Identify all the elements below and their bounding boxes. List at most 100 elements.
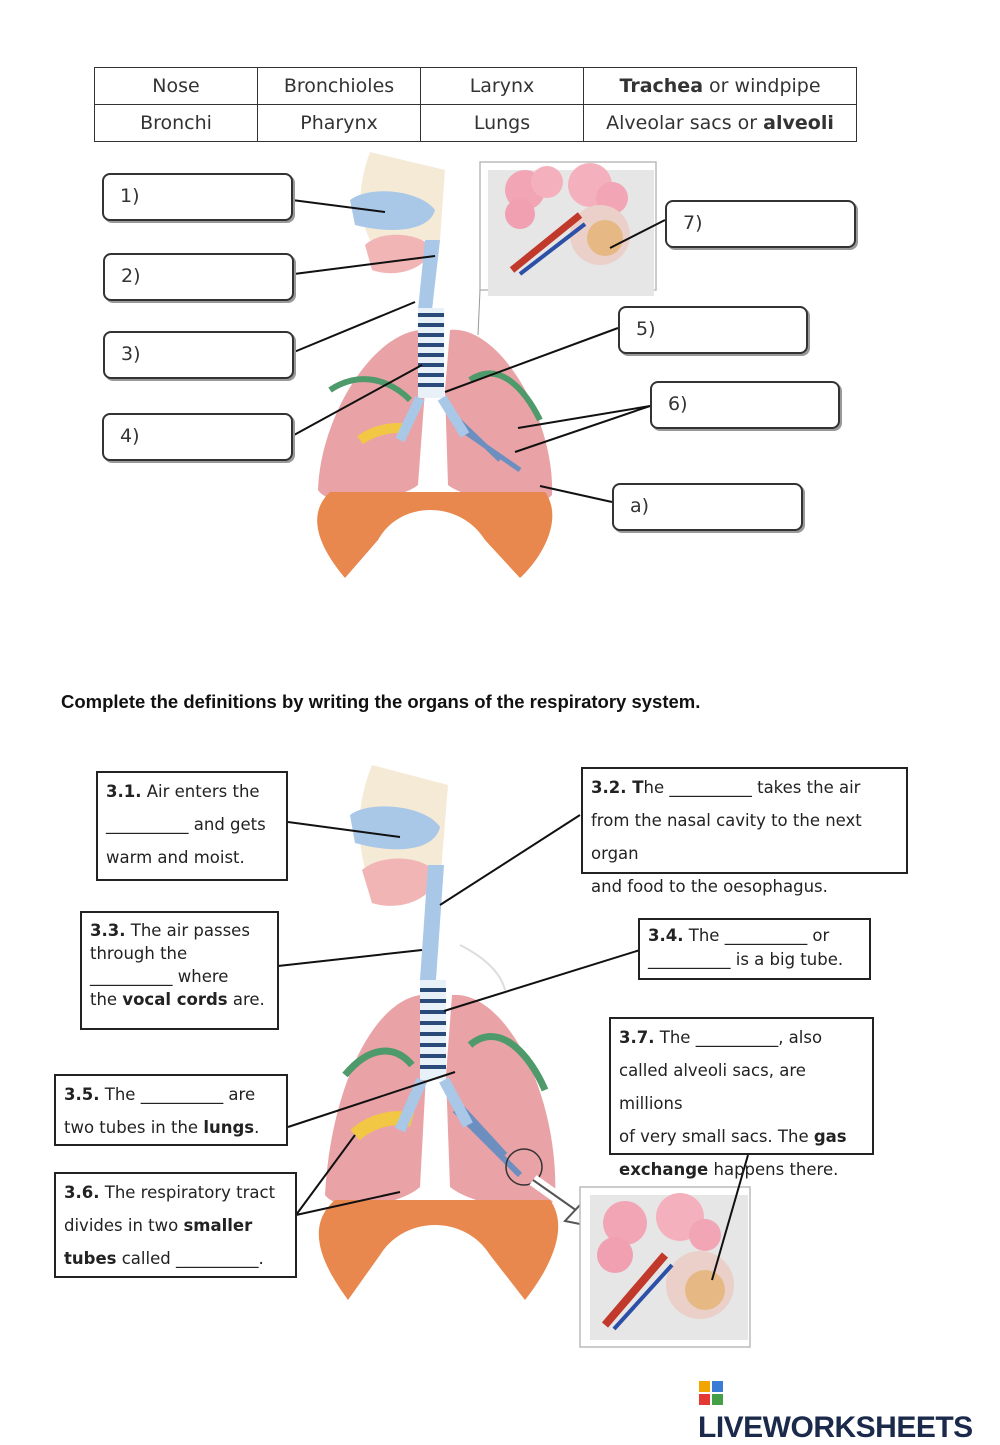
definition-bold: gas <box>813 1127 847 1146</box>
definition-number: 3.5. <box>64 1085 100 1104</box>
answer-box-3[interactable]: 3) <box>103 331 294 379</box>
definition-3-2: 3.2. The __________ takes the air from t… <box>581 767 908 896</box>
definition-text: where <box>172 967 229 986</box>
answer-box-5[interactable]: 5) <box>618 306 808 354</box>
definition-text: and gets <box>188 815 266 834</box>
definition-text: warm and moist. <box>106 848 245 867</box>
respiratory-diagram-bottom <box>277 765 751 1348</box>
definition-text: The <box>683 926 725 945</box>
word-bank-cell: Trachea or windpipe <box>583 67 857 105</box>
word-bank-row: Bronchi Pharynx Lungs Alveolar sacs or a… <box>94 104 857 142</box>
answer-box-6[interactable]: 6) <box>650 381 840 429</box>
alveoli-inset-top <box>479 161 657 296</box>
definition-text: The <box>99 1085 141 1104</box>
definition-number: 3.3. <box>90 921 126 940</box>
diaphragm-bottom <box>318 1200 559 1300</box>
answer-box-1[interactable]: 1) <box>102 173 293 221</box>
head-airways-bottom <box>350 765 506 991</box>
answer-blank[interactable]: __________ <box>648 950 731 969</box>
alveoli-inset-bottom <box>579 1186 751 1348</box>
definition-text: . <box>258 1249 264 1268</box>
liveworksheets-logo-icon <box>699 1381 723 1405</box>
definition-text: are <box>223 1085 256 1104</box>
definition-text: two tubes in the <box>64 1118 204 1137</box>
answer-box-4[interactable]: 4) <box>102 413 293 461</box>
trachea-top <box>395 308 470 443</box>
definition-3-1: 3.1. Air enters the __________ and gets … <box>96 771 288 881</box>
definition-text: the <box>90 990 123 1009</box>
word-bank-row: Nose Bronchioles Larynx Trachea or windp… <box>94 67 857 105</box>
word-bank-cell: Pharynx <box>257 104 421 142</box>
definition-text: Air enters the <box>141 782 260 801</box>
word-bank-cell: Bronchioles <box>257 67 421 105</box>
answer-box-label: 5) <box>636 318 656 340</box>
answer-box-label: 4) <box>120 425 140 447</box>
trachea-bottom <box>394 980 473 1133</box>
answer-box-2[interactable]: 2) <box>103 253 294 301</box>
lungs-top <box>318 329 553 503</box>
definition-text: called alveoli sacs, are millions <box>619 1061 806 1113</box>
definition-bold: lungs <box>203 1118 255 1137</box>
definition-number: 3.4. <box>648 926 684 945</box>
word-bank-text: or windpipe <box>703 75 821 97</box>
answer-box-label: 6) <box>668 393 688 415</box>
lungs-bottom <box>325 994 556 1208</box>
definition-number: 3.6. <box>64 1183 100 1202</box>
word-bank-cell: Alveolar sacs or alveoli <box>583 104 857 142</box>
definition-3-7: 3.7. The __________, also called alveoli… <box>609 1017 874 1179</box>
definition-text: he <box>643 778 670 797</box>
definition-text: or <box>807 926 830 945</box>
answer-blank[interactable]: __________ <box>695 1028 779 1047</box>
word-bank-bold: Trachea <box>619 75 704 97</box>
answer-box-label: a) <box>630 495 650 517</box>
definition-text: and food to the oesophagus. <box>591 877 828 896</box>
word-bank-bold: alveoli <box>763 112 834 134</box>
diaphragm-top <box>317 492 553 578</box>
definition-number: 3.2. T <box>591 778 644 797</box>
definition-bold: vocal cords <box>122 990 228 1009</box>
definition-text: of very small sacs. The <box>619 1127 814 1146</box>
definition-3-4: 3.4. The __________ or __________ is a b… <box>638 918 871 980</box>
definition-text: is a big tube. <box>730 950 844 969</box>
answer-box-label: 7) <box>683 212 703 234</box>
definition-text: happens there. <box>708 1160 839 1179</box>
definition-bold: exchange <box>619 1160 709 1179</box>
definition-number: 3.1. <box>106 782 142 801</box>
definition-bold: smaller <box>183 1216 253 1235</box>
definition-text: The air passes <box>125 921 250 940</box>
pointer-lines-bottom <box>277 814 749 1281</box>
word-bank-cell: Nose <box>94 67 258 105</box>
answer-blank[interactable]: __________ <box>140 1085 224 1104</box>
answer-box-label: 2) <box>121 265 141 287</box>
definition-text: The <box>654 1028 696 1047</box>
definition-text: from the nasal cavity to the next organ <box>591 811 862 863</box>
word-bank-cell: Bronchi <box>94 104 258 142</box>
definition-text: takes the air <box>751 778 861 797</box>
definition-text: are. <box>227 990 265 1009</box>
instruction-text: Complete the definitions by writing the … <box>61 691 701 712</box>
definition-3-6: 3.6. The respiratory tract divides in tw… <box>54 1172 297 1278</box>
definition-text: through the <box>90 944 188 963</box>
definition-text: The respiratory tract <box>99 1183 276 1202</box>
definition-bold: tubes <box>64 1249 117 1268</box>
answer-blank[interactable]: __________ <box>106 815 189 834</box>
definition-text: divides in two <box>64 1216 184 1235</box>
answer-blank[interactable]: __________ <box>90 967 173 986</box>
respiratory-diagram-top <box>291 152 666 578</box>
brand-name: LIVEWORKSHEETS <box>698 1411 973 1444</box>
word-bank-text: Alveolar sacs or <box>606 112 764 134</box>
answer-blank[interactable]: __________ <box>724 926 808 945</box>
word-bank-cell: Lungs <box>420 104 584 142</box>
answer-blank[interactable]: __________ <box>669 778 752 797</box>
answer-box-a[interactable]: a) <box>612 483 803 531</box>
pointer-lines-top <box>291 199 666 503</box>
definition-text: . <box>254 1118 260 1137</box>
head-airways-top <box>350 152 445 310</box>
liveworksheets-logo[interactable]: LIVEWORKSHEETS <box>698 1377 1000 1445</box>
answer-blank[interactable]: __________ <box>175 1249 259 1268</box>
word-bank-cell: Larynx <box>420 67 584 105</box>
definition-text: , also <box>778 1028 823 1047</box>
answer-box-7[interactable]: 7) <box>665 200 856 248</box>
answer-box-label: 1) <box>120 185 140 207</box>
answer-box-label: 3) <box>121 343 141 365</box>
